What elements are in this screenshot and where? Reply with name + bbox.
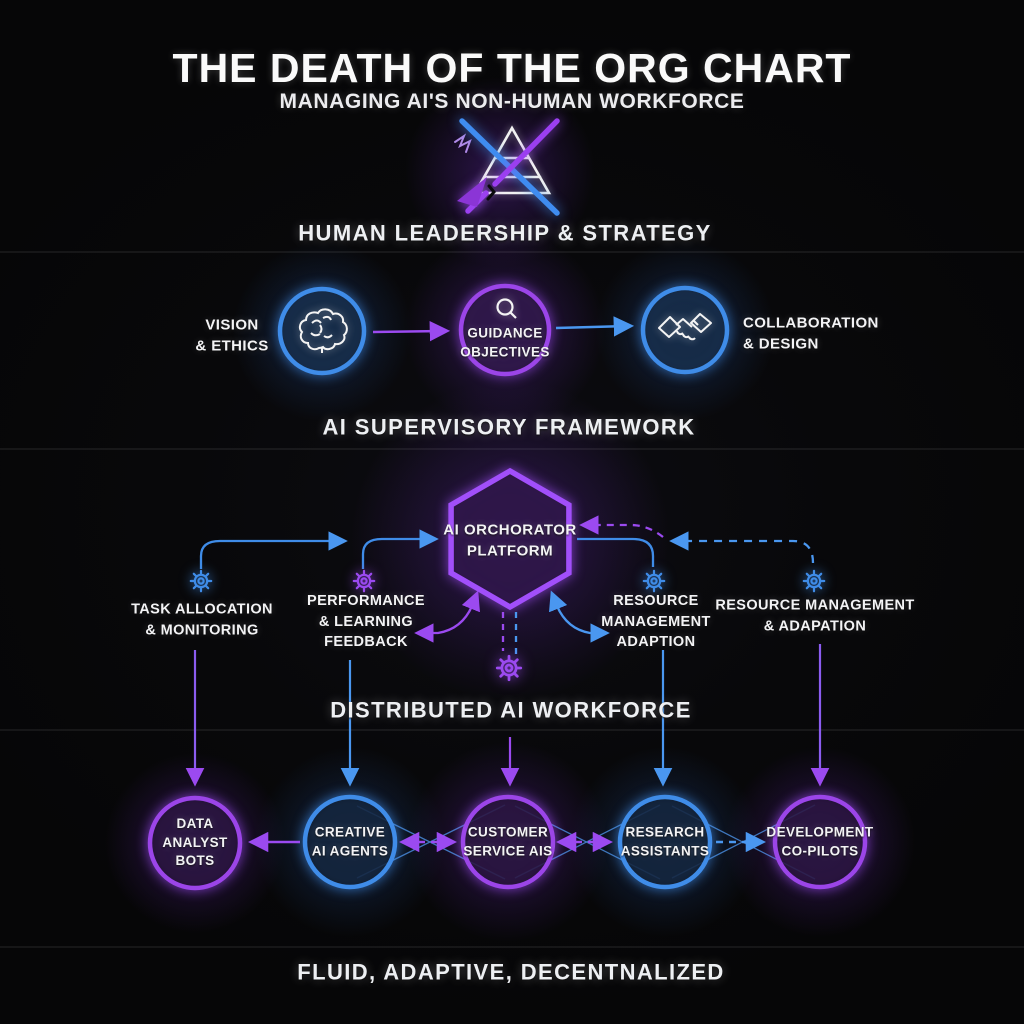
curve-performance-to-hub: [361, 529, 439, 569]
page-title: THE DEATH OF THE ORG CHART: [172, 44, 852, 91]
curve-hub-to-resource: [577, 537, 655, 567]
collaboration-circle: [640, 285, 730, 375]
customer-service-circle: [460, 794, 556, 890]
guidance-objectives-label: GUIDANCE OBJECTIVES: [460, 325, 550, 359]
footer-tagline: FLUID, ADAPTIVE, DECENTNALIZED: [297, 959, 725, 985]
creative-agents-label: CREATIVE AI AGENTS: [311, 824, 389, 858]
dashed-purple-into-hub: [579, 515, 664, 538]
development-copilots-label: DEVELOPMENT CO-PILOTS: [766, 824, 874, 858]
workforce-row: [147, 794, 868, 891]
orchestrator-platform-label: AI ORCHORATOR PLATFORM: [443, 521, 577, 560]
supervisory-framework: [189, 467, 826, 682]
resource-adaption-label: RESOURCE MANAGEMENT ADAPTION: [601, 593, 711, 651]
data-analyst-circle: [147, 795, 243, 891]
arrow-guidance-to-collaboration: [555, 316, 635, 337]
feedback-loop-left: [414, 590, 480, 643]
performance-feedback-label: PERFORMANCE & LEARNING FEEDBACK: [307, 593, 425, 651]
workforce-drop-arrows: [185, 644, 830, 787]
page-subtitle: MANAGING AI'S NON-HUMAN WORKFORCE: [279, 90, 745, 114]
orchestrator-hexagon: [448, 467, 572, 611]
gear-icon: [802, 569, 826, 593]
human-leadership-row: [277, 283, 730, 377]
curve-task-to-hub: [199, 531, 348, 569]
arrow-vision-to-guidance: [372, 321, 451, 342]
feedback-loop-right: [549, 590, 610, 643]
customer-service-label: CUSTOMER SERVICE AIS: [463, 824, 553, 858]
magnifier-icon: [496, 298, 517, 319]
gear-icon: [189, 569, 213, 593]
human-leadership-heading: HUMAN LEADERSHIP & STRATEGY: [298, 220, 712, 246]
task-allocation-label: TASK ALLOCATION & MONITORING: [131, 601, 273, 638]
workforce-heading: DISTRIBUTED AI WORKFORCE: [330, 697, 692, 723]
dashed-resource-management-to-hub: [669, 531, 815, 564]
human-row-connectors: [372, 316, 635, 342]
research-assistants-circle: [617, 794, 713, 890]
vision-ethics-label: VISION & ETHICS: [195, 316, 269, 355]
guidance-objectives-circle: [458, 283, 552, 377]
supervisory-heading: AI SUPERVISORY FRAMEWORK: [322, 414, 696, 440]
development-copilots-circle: [772, 794, 868, 890]
creative-agents-circle: [302, 794, 398, 890]
supervisory-connectors: [199, 515, 815, 655]
research-assistants-label: RESEARCH ASSISTANTS: [620, 824, 710, 858]
brain-icon: [298, 308, 348, 353]
broken-org-pyramid-icon: [454, 118, 560, 216]
data-analyst-label: DATA ANALYST BOTS: [162, 816, 228, 869]
collaboration-design-label: COLLABORATION & DESIGN: [743, 314, 879, 353]
resource-management-label: RESOURCE MANAGEMENT & ADAPATION: [715, 597, 915, 634]
handshake-icon: [658, 313, 712, 341]
section-dividers: [0, 251, 1024, 948]
